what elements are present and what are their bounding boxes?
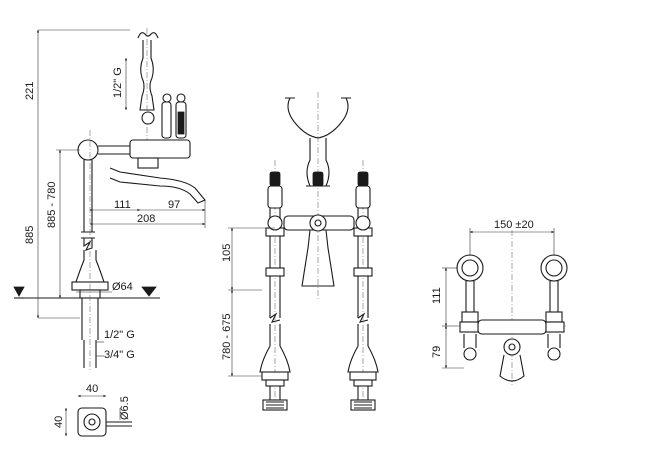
dim-range-height: 885 - 780: [46, 182, 58, 228]
dim-spout-reach: 111: [114, 199, 131, 211]
top-dim-offset: 79: [431, 346, 443, 358]
dim-max-height: 885: [24, 226, 36, 244]
top-dim-depth: 111: [431, 287, 443, 304]
foot-dim-height: 40: [53, 416, 65, 428]
foot-detail: 40 40 Ø6.5: [53, 383, 132, 437]
top-view: 150 ±20 111 79: [431, 219, 568, 385]
dim-overall-reach: 208: [137, 213, 155, 225]
front-view: 105 780 - 675: [221, 92, 379, 411]
deck-marker-right: [141, 286, 157, 297]
foot-dim-hole: Ø6.5: [119, 396, 131, 420]
side-view: 221 1/2" G 885 - 780 885 111 97 208 Ø64 …: [13, 28, 206, 372]
front-dim-lower: 780 - 675: [221, 314, 233, 360]
front-dim-upper: 105: [221, 244, 233, 262]
dim-base-diameter: Ø64: [112, 281, 133, 293]
foot-dim-width: 40: [86, 383, 98, 395]
deck-marker-left: [13, 286, 25, 297]
dim-thread-half: 1/2" G: [104, 329, 135, 341]
mixer-body: [109, 139, 206, 204]
handset-cradle: [137, 28, 159, 160]
dim-thread-three-quarter: 3/4" G: [104, 349, 135, 361]
valve-handles: [141, 93, 187, 139]
dim-total-height: 221: [24, 82, 36, 100]
dim-spout-tip: 97: [168, 199, 180, 211]
top-dim-centers: 150 ±20: [494, 219, 534, 231]
pillar: [71, 130, 130, 372]
dim-thread-top: 1/2" G: [112, 67, 124, 98]
